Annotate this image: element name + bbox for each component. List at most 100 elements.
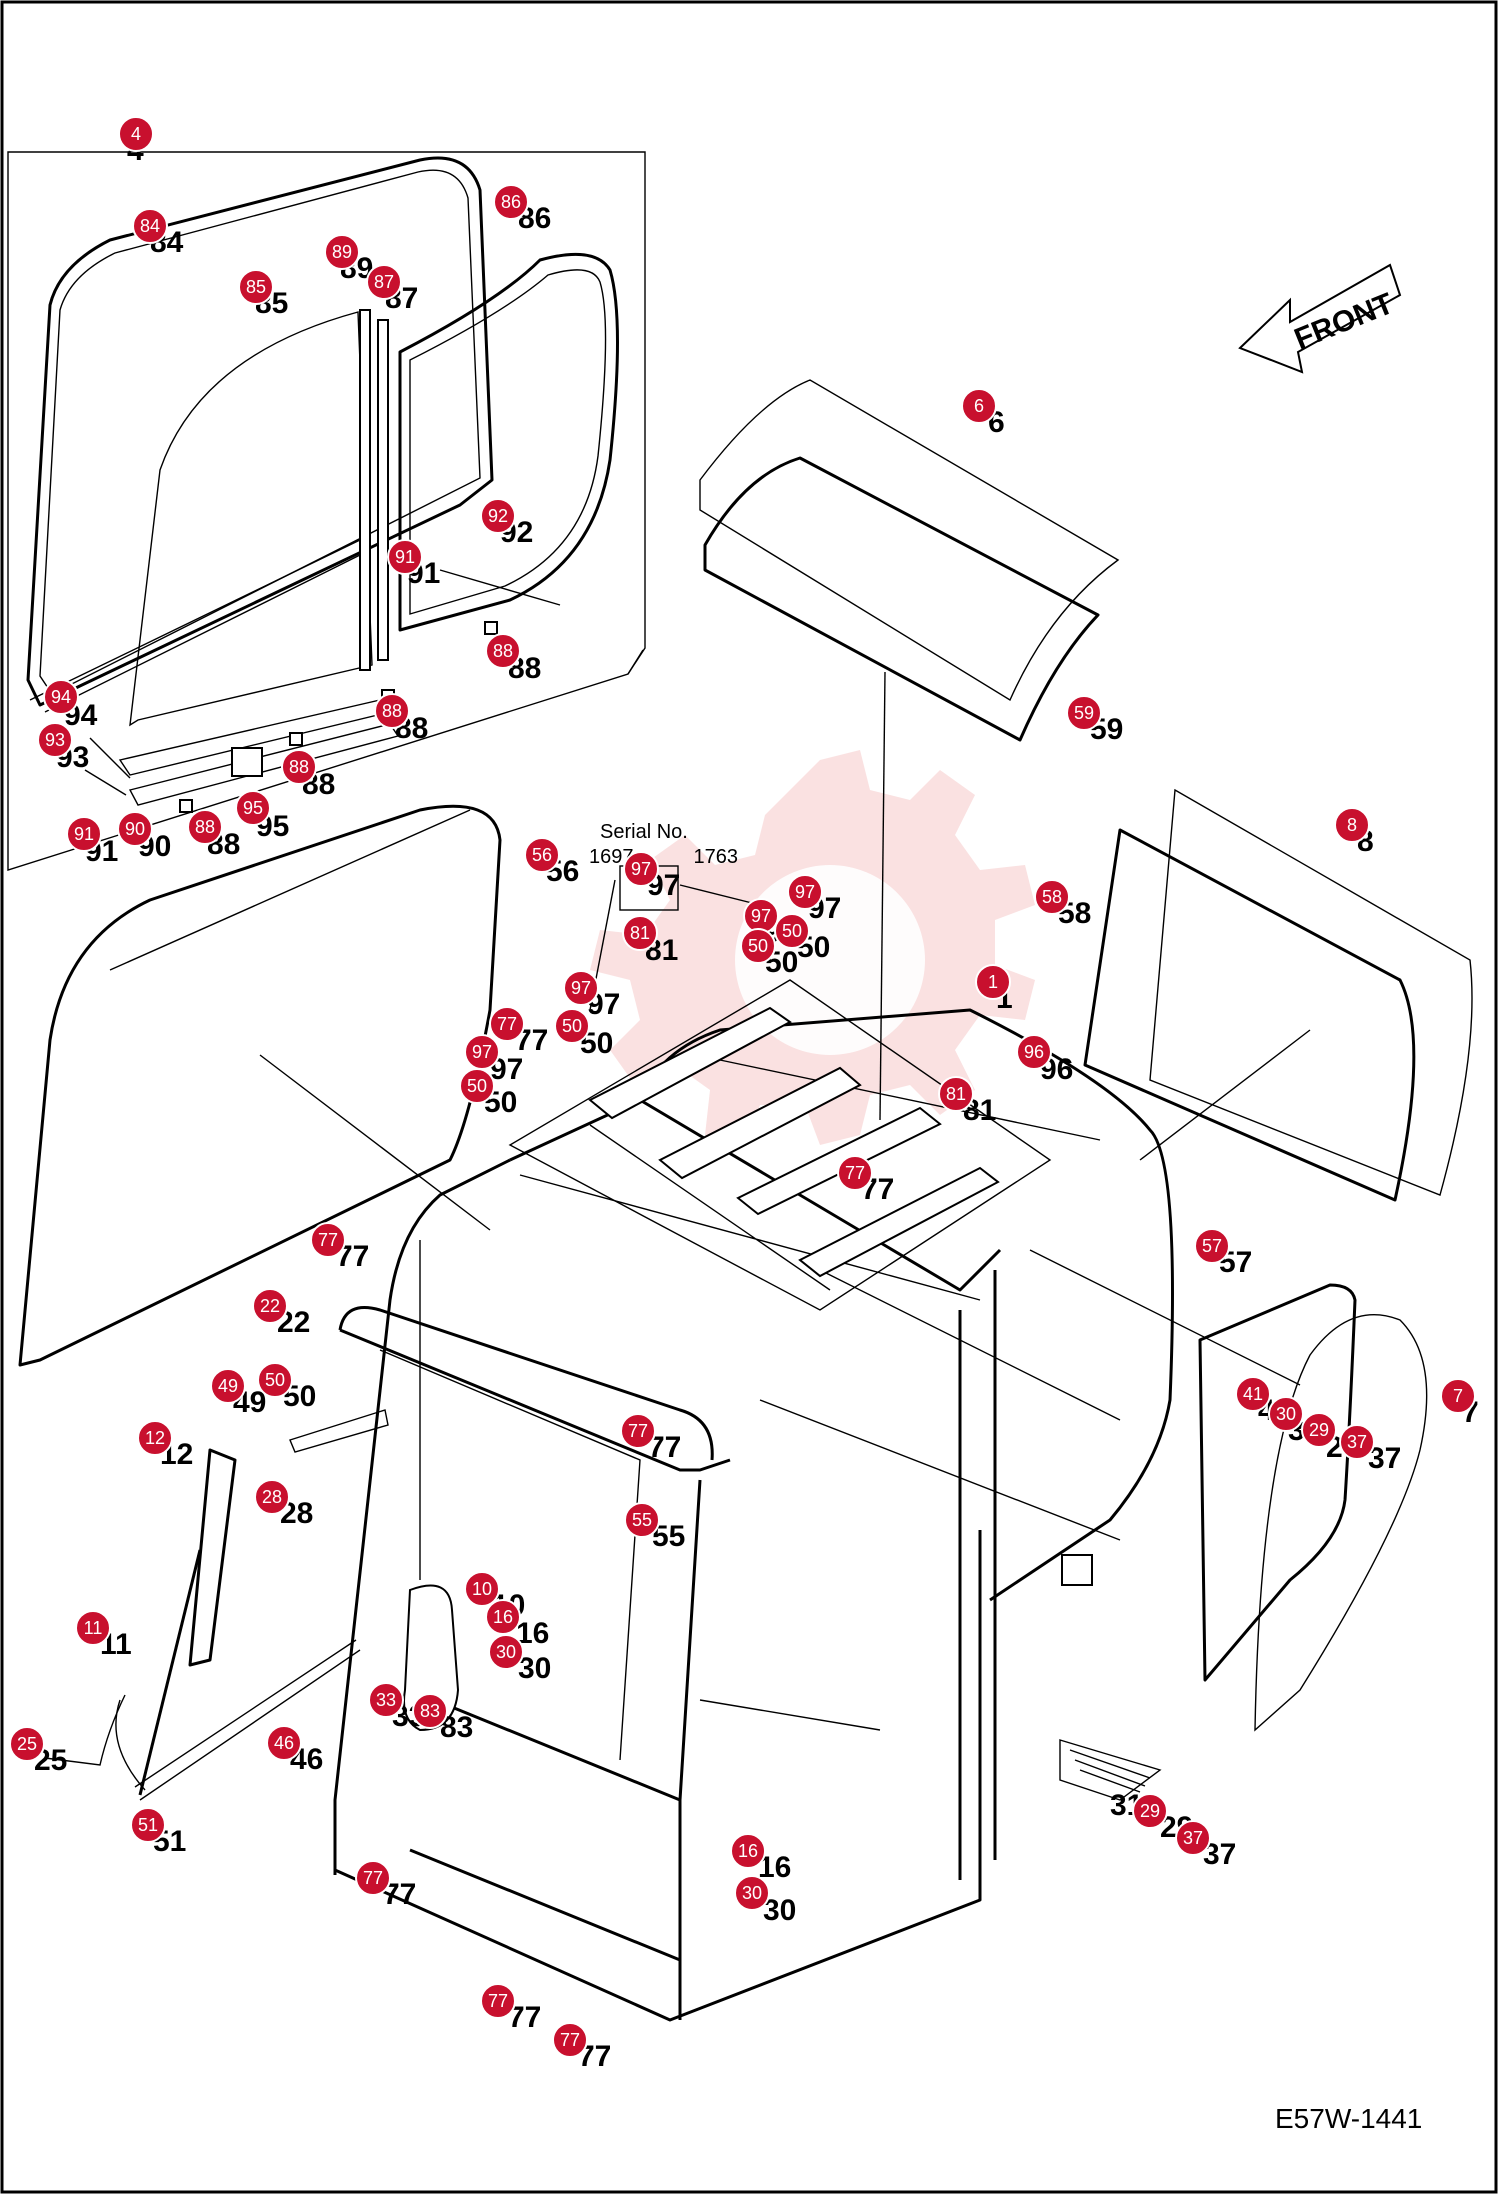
- callout-number: 1: [988, 972, 998, 992]
- callout-7[interactable]: 77: [1440, 1378, 1479, 1429]
- callout-8[interactable]: 88: [1334, 807, 1374, 858]
- callout-badge: [975, 964, 1011, 1000]
- callout-number: 33: [376, 1690, 396, 1710]
- callout-number: 41: [1243, 1384, 1263, 1404]
- callout-number: 93: [45, 730, 65, 750]
- callout-badge: [480, 498, 516, 534]
- callout-badge: [938, 1076, 974, 1112]
- callout-6[interactable]: 66: [961, 388, 1005, 439]
- callout-number: 97: [795, 882, 815, 902]
- callout-number: 97: [571, 978, 591, 998]
- callout-badge: [235, 790, 271, 826]
- callout-4[interactable]: 44: [118, 116, 154, 167]
- callout-1[interactable]: 11: [975, 964, 1013, 1015]
- callout-badge: [257, 1362, 293, 1398]
- front-glass-part: [18, 804, 502, 1367]
- callout-number: 77: [318, 1230, 338, 1250]
- callout-number: 50: [782, 921, 802, 941]
- callout-badge: [1132, 1793, 1168, 1829]
- serial-from: 1697: [589, 846, 634, 868]
- wiper-part: [44, 1409, 389, 1801]
- callout-badge: [1194, 1228, 1230, 1264]
- callout-badge: [961, 388, 997, 424]
- callout-badge: [1016, 1034, 1052, 1070]
- callout-number: 30: [496, 1642, 516, 1662]
- roof-panel-part: [508, 979, 1052, 1311]
- callout-badge: [623, 851, 659, 887]
- callout-number: 4: [131, 124, 141, 144]
- callout-number: 92: [488, 506, 508, 526]
- callout-number: 85: [246, 277, 266, 297]
- callout-badge: [266, 1725, 302, 1761]
- callout-badge: [37, 722, 73, 758]
- callout-badge: [620, 1413, 656, 1449]
- callout-badge: [374, 693, 410, 729]
- callout-badge: [622, 915, 658, 951]
- callout-badge: [485, 1599, 521, 1635]
- callout-badge: [624, 1502, 660, 1538]
- callout-badge: [66, 816, 102, 852]
- callout-number: 30: [1276, 1404, 1296, 1424]
- callout-badge: [554, 1008, 590, 1044]
- callout-badge: [459, 1068, 495, 1104]
- callout-number: 77: [497, 1014, 517, 1034]
- callout-badge: [1268, 1396, 1304, 1432]
- callout-number: 84: [140, 216, 160, 236]
